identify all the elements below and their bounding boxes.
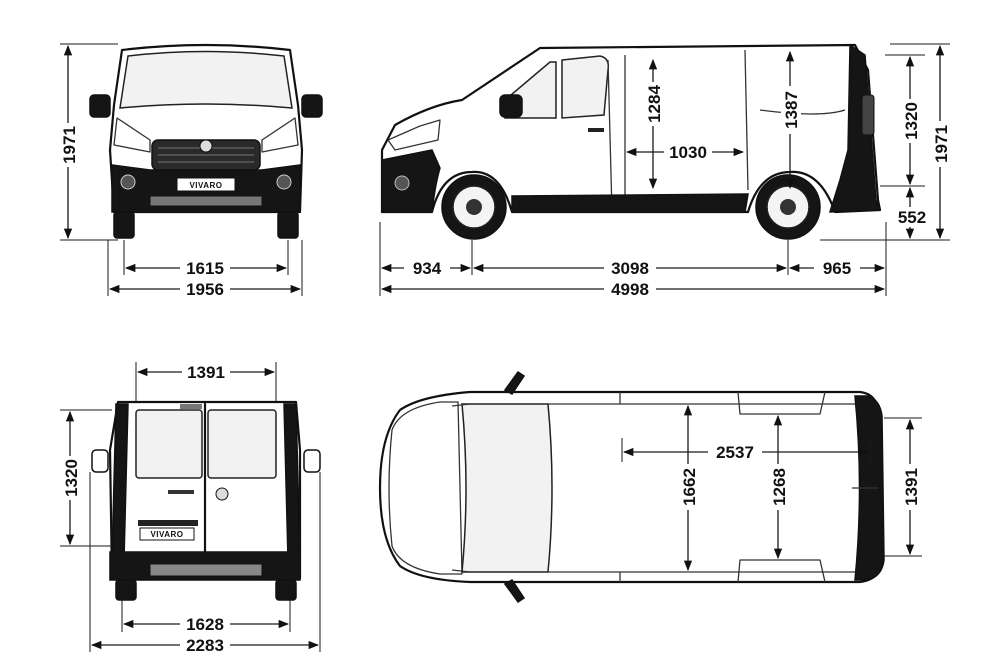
left-mirror-icon	[89, 94, 111, 118]
front-height-label: 1971	[60, 126, 79, 164]
side-load-height-label: 1387	[782, 91, 801, 129]
front-number-plate	[176, 177, 236, 192]
rear-view: VIVARO 1391 1320 1628 2283	[60, 362, 321, 655]
rear-opening-width-label: 1391	[187, 363, 225, 382]
rear-right-mirror-icon	[303, 449, 321, 473]
rear-wheel-icon	[755, 174, 821, 240]
front-badge: VIVARO	[189, 181, 222, 190]
side-door-height-label: 1284	[645, 85, 664, 123]
side-front-overhang-label: 934	[413, 259, 442, 278]
side-height-label: 1971	[932, 125, 951, 163]
front-track-label: 1615	[186, 259, 224, 278]
top-left-mirror-icon	[503, 370, 526, 395]
front-view: VIVARO 1971 1615 1956	[58, 43, 323, 299]
front-wheel-icon	[441, 174, 507, 240]
side-internal-height-label: 1320	[902, 102, 921, 140]
right-mirror-icon	[301, 94, 323, 118]
top-arch-width-label: 1268	[770, 468, 789, 506]
side-floor-height-label: 552	[898, 208, 926, 227]
rear-opening-height-label: 1320	[62, 459, 81, 497]
top-right-mirror-icon	[503, 579, 526, 604]
top-rear-opening-label: 1391	[902, 468, 921, 506]
brand-logo-icon	[199, 139, 213, 153]
rear-width-label: 2283	[186, 636, 224, 655]
side-wheelbase-label: 3098	[611, 259, 649, 278]
side-mirror-icon	[499, 94, 523, 118]
rear-logo-icon	[215, 487, 229, 501]
top-load-length-label: 2537	[716, 443, 754, 462]
top-view: 2537 1662 1268 1391	[378, 370, 922, 604]
rear-track-label: 1628	[186, 615, 224, 634]
side-length-label: 4998	[611, 280, 649, 299]
top-load-width-label: 1662	[680, 468, 699, 506]
side-rear-overhang-label: 965	[823, 259, 851, 278]
rear-left-mirror-icon	[91, 449, 109, 473]
front-width-label: 1956	[186, 280, 224, 299]
side-view: 1284 1030 1387 1320 552 1971 934	[379, 43, 951, 299]
side-door-width-label: 1030	[669, 143, 707, 162]
rear-badge: VIVARO	[150, 530, 183, 539]
rear-number-plate	[139, 527, 195, 541]
